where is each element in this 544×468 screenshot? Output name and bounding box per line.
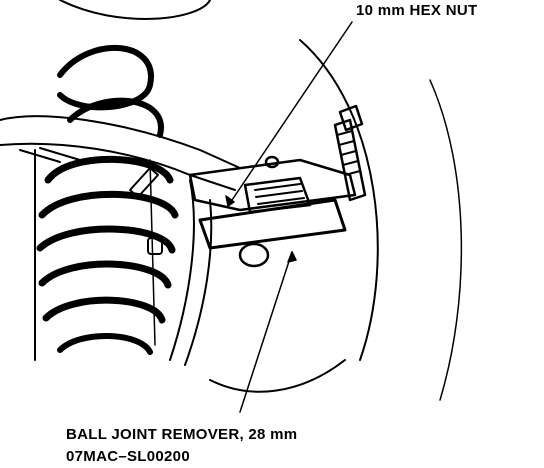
hex-nut-callout: 10 mm HEX NUT (356, 2, 478, 19)
brake-disc (209, 39, 463, 401)
tool-pivot (238, 242, 270, 268)
tool-part-number-label: 07MAC–SL00200 (66, 448, 190, 465)
tool-callout: BALL JOINT REMOVER, 28 mm 07MAC–SL00200 (66, 424, 297, 468)
cotter-pin (129, 167, 159, 198)
forcing-bolt (333, 104, 367, 202)
ball-joint-remover-tool (188, 104, 367, 268)
coil-spring (34, 0, 211, 361)
leader-lines (225, 21, 353, 413)
hex-nut-leader (227, 21, 353, 207)
tool-leader (239, 251, 293, 413)
tool-name-label: BALL JOINT REMOVER, 28 mm (66, 426, 298, 443)
upper-control-arm (0, 115, 241, 191)
hex-nut (264, 155, 280, 169)
